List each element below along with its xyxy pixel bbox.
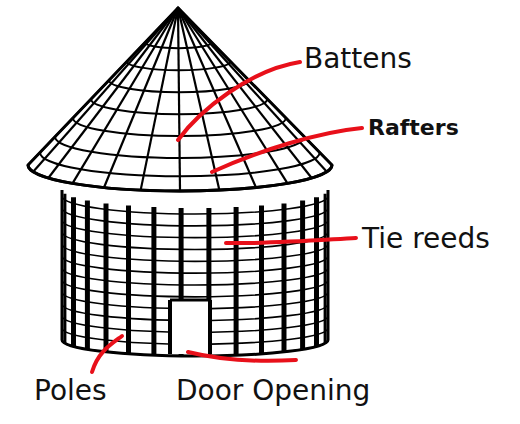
pole (314, 197, 319, 346)
roof-outline (28, 8, 332, 191)
pole (324, 194, 327, 344)
leader-line (92, 336, 122, 372)
tie-reed (62, 256, 328, 273)
pole (126, 206, 131, 354)
pole (300, 201, 305, 350)
tie-reed (62, 208, 328, 226)
hut-roof (28, 8, 332, 191)
rafter (178, 8, 332, 165)
tie-reed (62, 280, 328, 297)
pole (234, 207, 239, 355)
part-label: Battens (304, 44, 412, 75)
rafter (178, 8, 312, 178)
door-post (168, 300, 172, 354)
hut-walls (62, 190, 328, 356)
pole (104, 203, 109, 352)
rafter (73, 8, 178, 183)
rafter (178, 8, 256, 188)
rafter (141, 8, 178, 190)
rafter (178, 8, 287, 183)
rafter (48, 8, 178, 178)
pole (259, 206, 264, 354)
rafter (178, 8, 327, 172)
tie-reed (62, 220, 328, 238)
tie-reed (62, 196, 328, 214)
door-post (208, 300, 212, 354)
leader-line (188, 352, 296, 361)
leader-line (226, 238, 356, 243)
part-label: Door Opening (176, 376, 370, 407)
pole (151, 207, 156, 355)
pole (281, 203, 286, 352)
part-label: Poles (34, 376, 107, 407)
pole (71, 197, 76, 346)
rafter (104, 8, 178, 188)
rafter (178, 8, 180, 191)
part-label: Tie reeds (362, 224, 490, 255)
pole (85, 201, 90, 350)
rafter (33, 8, 178, 172)
door-gap (170, 300, 210, 354)
rafter (28, 8, 178, 165)
pole (61, 190, 64, 340)
leader-line (178, 62, 300, 140)
tie-reed (62, 244, 328, 261)
pole (327, 190, 330, 340)
roof-eave (28, 165, 332, 191)
tie-reed (62, 268, 328, 285)
pole (63, 194, 66, 344)
part-label: Rafters (368, 116, 459, 140)
door-lintel (170, 299, 210, 302)
leader-line (212, 128, 362, 172)
leader-lines (92, 62, 362, 372)
